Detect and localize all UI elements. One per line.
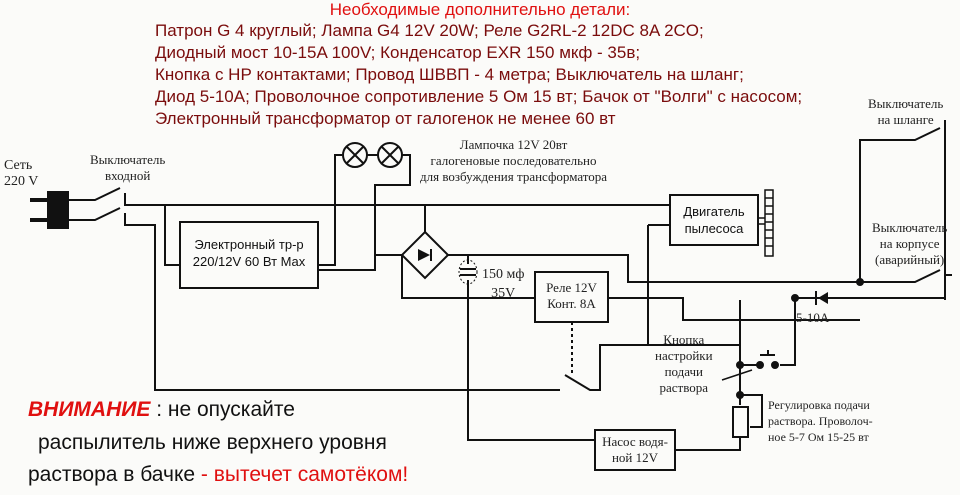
- warning-title: ВНИМАНИЕ: [28, 398, 151, 421]
- diode-label: 5-10A: [796, 310, 830, 325]
- motor-box: [669, 194, 759, 246]
- parts-line: Кнопка с НР контактами; Провод ШВВП - 4 …: [155, 65, 744, 84]
- arrow-icon: [721, 369, 753, 381]
- fan-icon: [758, 189, 774, 257]
- diode-bridge-icon: [400, 230, 450, 280]
- parts-line: Диод 5-10A; Проволочное сопротивление 5 …: [155, 87, 803, 106]
- parts-line: Диодный мост 10-15A 100V; Конденсатор EX…: [155, 43, 641, 62]
- warning-line-1: ВНИМАНИЕ : не опускайте: [28, 398, 295, 421]
- warning-line-3: раствора в бачке - вытечет самотёком!: [28, 463, 409, 486]
- warning-line-2: распылитель ниже верхнего уровня: [38, 431, 387, 454]
- parts-heading: Необходимые дополнительно детали:: [329, 0, 631, 19]
- plug-icon: [30, 191, 69, 229]
- pump-label: Насос водя-ной 12V: [602, 434, 668, 465]
- pump-box: [594, 429, 676, 471]
- transformer-box: [179, 221, 319, 289]
- rheostat-icon: [732, 406, 749, 438]
- parts-line: Электронный трансформатор от галогенок н…: [155, 109, 616, 128]
- parts-line: Патрон G 4 круглый; Лампа G4 12V 20W; Ре…: [155, 21, 704, 40]
